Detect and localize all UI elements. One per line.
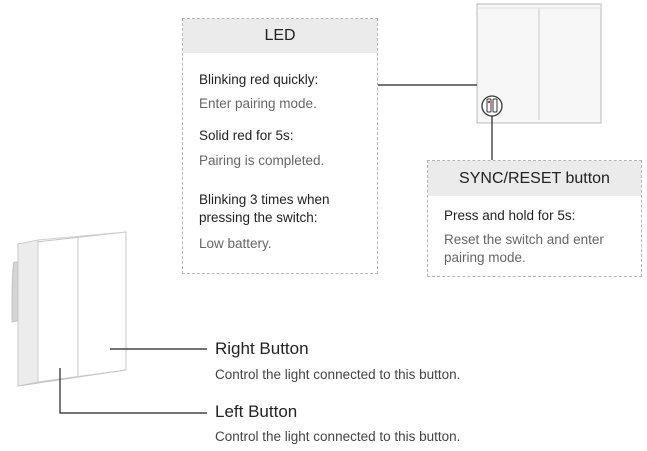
led-state-3-status-line1: Blinking 3 times when xyxy=(199,192,330,207)
left-button-description: Control the light connected to this butt… xyxy=(215,429,461,444)
left-button-title: Left Button xyxy=(215,402,298,421)
sync-reset-action: Press and hold for 5s: xyxy=(444,208,576,223)
sync-reset-title: SYNC/RESET button xyxy=(459,169,610,187)
right-button-description: Control the light connected to this butt… xyxy=(215,367,461,382)
led-state-1-status: Blinking red quickly: xyxy=(199,72,319,87)
led-state-2-meaning: Pairing is completed. xyxy=(199,153,325,168)
led-title: LED xyxy=(264,27,296,44)
led-state-2-status: Solid red for 5s: xyxy=(199,128,294,143)
sync-reset-callout: SYNC/RESET button Press and hold for 5s:… xyxy=(427,160,642,277)
switch-front-view xyxy=(11,231,127,387)
sync-reset-result-line2: pairing mode. xyxy=(444,250,526,265)
led-state-1-meaning: Enter pairing mode. xyxy=(199,96,317,111)
led-callout: LED Blinking red quickly: Enter pairing … xyxy=(182,18,378,274)
led-callout-header: LED xyxy=(183,19,377,53)
led-state-3-status-line2: pressing the switch: xyxy=(199,210,318,225)
left-button-connector-line xyxy=(59,368,207,414)
sync-reset-callout-header: SYNC/RESET button xyxy=(428,161,641,196)
right-button-title: Right Button xyxy=(215,339,309,358)
sync-reset-result-line1: Reset the switch and enter xyxy=(444,232,604,247)
sync-reset-button-icon xyxy=(481,95,503,117)
led-state-3-meaning: Low battery. xyxy=(199,236,272,251)
